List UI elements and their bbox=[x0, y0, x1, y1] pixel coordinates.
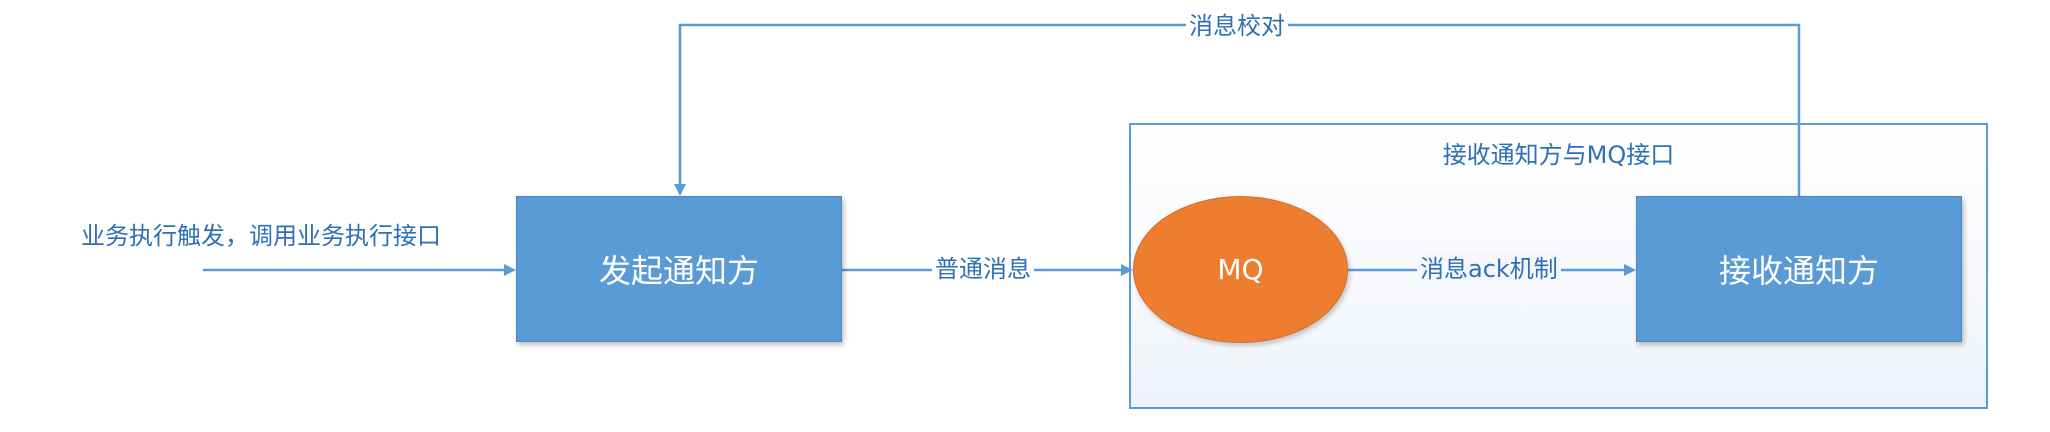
group-title: 接收通知方与MQ接口 bbox=[1442, 141, 1675, 169]
trigger-label: 业务执行触发，调用业务执行接口 bbox=[81, 222, 441, 250]
normal-message-label: 普通消息 bbox=[932, 254, 1034, 284]
verify-label: 消息校对 bbox=[1186, 11, 1288, 41]
sender-node: 发起通知方 bbox=[516, 196, 842, 342]
verify-arrow bbox=[674, 23, 1801, 196]
ack-label: 消息ack机制 bbox=[1417, 254, 1561, 284]
mq-node: MQ bbox=[1133, 196, 1348, 343]
receiver-node: 接收通知方 bbox=[1636, 196, 1962, 342]
